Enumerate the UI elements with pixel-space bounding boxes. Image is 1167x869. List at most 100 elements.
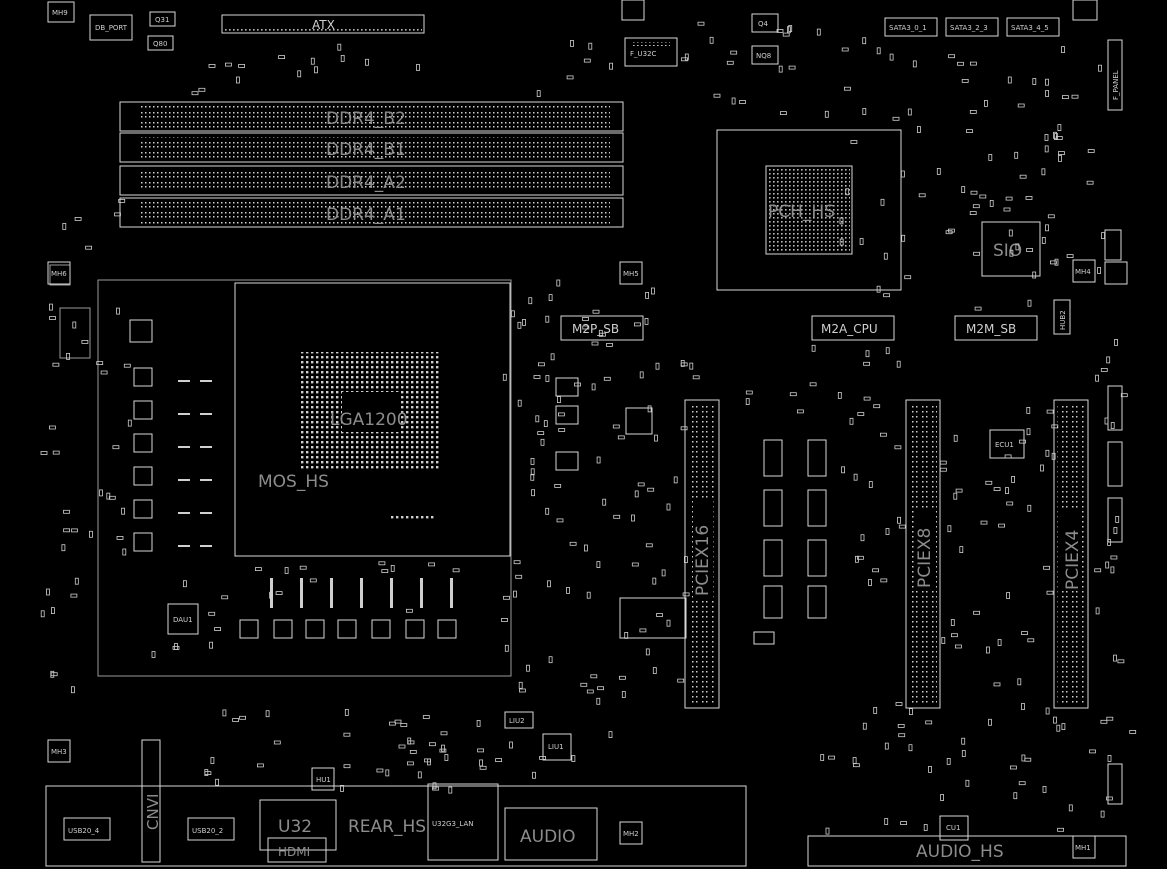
passive-component [853, 763, 860, 768]
passive-component [596, 561, 601, 568]
passive-component [1104, 417, 1109, 425]
passive-component [745, 390, 753, 395]
q31-label: Q31 [155, 16, 169, 24]
passive-component [439, 748, 447, 753]
passive-component [479, 765, 487, 770]
passive-component [901, 170, 905, 178]
audio-hs-label: AUDIO_HS [916, 842, 1004, 862]
ddr4-b2-label: DDR4_B2 [326, 109, 406, 129]
passive-component [422, 715, 430, 719]
vrm-trace [178, 512, 190, 514]
passive-component [828, 755, 835, 760]
passive-component [513, 590, 517, 598]
passive-component [939, 460, 947, 465]
passive-component [904, 275, 912, 280]
passive-component [787, 26, 791, 34]
passive-component [1004, 454, 1012, 459]
passive-component [898, 733, 906, 738]
passive-component [297, 70, 302, 78]
dau1-label: DAU1 [173, 616, 193, 624]
passive-component [52, 450, 60, 455]
passive-component [51, 607, 55, 614]
passive-component [1100, 719, 1108, 724]
passive-component [89, 530, 93, 538]
mh8-hole [1072, 0, 1098, 21]
passive-component [654, 434, 658, 442]
passive-component [81, 339, 89, 344]
m2p-sb-connector: M2P_SB [560, 315, 644, 341]
passive-component [778, 65, 783, 73]
passive-component [697, 21, 705, 26]
passive-component [123, 363, 131, 368]
passive-component [634, 322, 641, 327]
passive-component [235, 76, 240, 84]
vrm-trace [200, 446, 212, 448]
passive-component [591, 383, 596, 391]
passive-component [40, 451, 48, 455]
vrm-trace [178, 479, 190, 481]
passive-component [1046, 590, 1054, 595]
vrm-trace [178, 545, 190, 547]
passive-component [238, 64, 246, 68]
passive-component [106, 492, 111, 500]
nq8-label: NQ8 [756, 52, 771, 60]
passive-component [1054, 258, 1059, 266]
passive-component [530, 457, 535, 465]
passive-component [849, 417, 854, 425]
passive-component [385, 769, 390, 777]
passive-component [1027, 299, 1032, 307]
cpu-socket: LGA1200 MOS_HS [97, 279, 512, 677]
passive-component [897, 516, 901, 524]
passive-component [448, 786, 453, 794]
passive-component [1041, 236, 1046, 244]
passive-component [49, 303, 53, 311]
pciex16-label: PCIEX16 [693, 525, 713, 596]
passive-component [406, 761, 414, 766]
passive-component [547, 580, 551, 588]
passive-component [941, 637, 946, 644]
sata3-01-label: SATA3_0_1 [889, 24, 927, 32]
passive-component [624, 632, 629, 639]
passive-component [677, 678, 685, 683]
passive-component [284, 567, 289, 574]
passive-component [1005, 487, 1009, 495]
passive-component [1006, 592, 1010, 599]
passive-component [1024, 757, 1032, 762]
passive-component [984, 100, 988, 107]
passive-component [1019, 439, 1026, 444]
passive-component [265, 710, 270, 718]
passive-component [993, 682, 1001, 687]
passive-component [894, 445, 902, 450]
passive-component [606, 342, 613, 347]
usb20-2-label: USB20_2 [192, 827, 223, 835]
passive-component [299, 565, 307, 570]
passive-component [515, 574, 523, 579]
passive-component [108, 495, 116, 500]
passive-component [1107, 539, 1111, 546]
sio-chip: SIO [981, 221, 1041, 277]
passive-component [1041, 168, 1046, 176]
passive-component [63, 528, 70, 533]
passive-component [407, 740, 415, 745]
passive-component [898, 524, 906, 529]
passive-component [1106, 716, 1114, 721]
passive-component [557, 396, 561, 404]
q80-part: Q80 [147, 35, 174, 51]
passive-component [96, 361, 104, 366]
vrm-pin-bar [450, 578, 453, 608]
passive-component [1051, 452, 1056, 460]
lga-label: LGA1200 [330, 410, 408, 430]
passive-component [896, 360, 901, 368]
mh1-label: MH1 [1075, 844, 1091, 852]
sata-connectors: SATA3_0_1 SATA3_2_3 SATA3_4_5 [884, 17, 1060, 37]
ecu1-chip: ECU1 [989, 429, 1025, 459]
passive-component [309, 578, 317, 583]
u32-port: U32 [259, 799, 337, 851]
passive-component [631, 562, 639, 567]
pch-heatsink: PCH_HS [716, 129, 902, 291]
passive-component [961, 750, 966, 757]
passive-component [959, 546, 964, 553]
passive-component [857, 555, 864, 560]
passive-component [574, 382, 581, 387]
